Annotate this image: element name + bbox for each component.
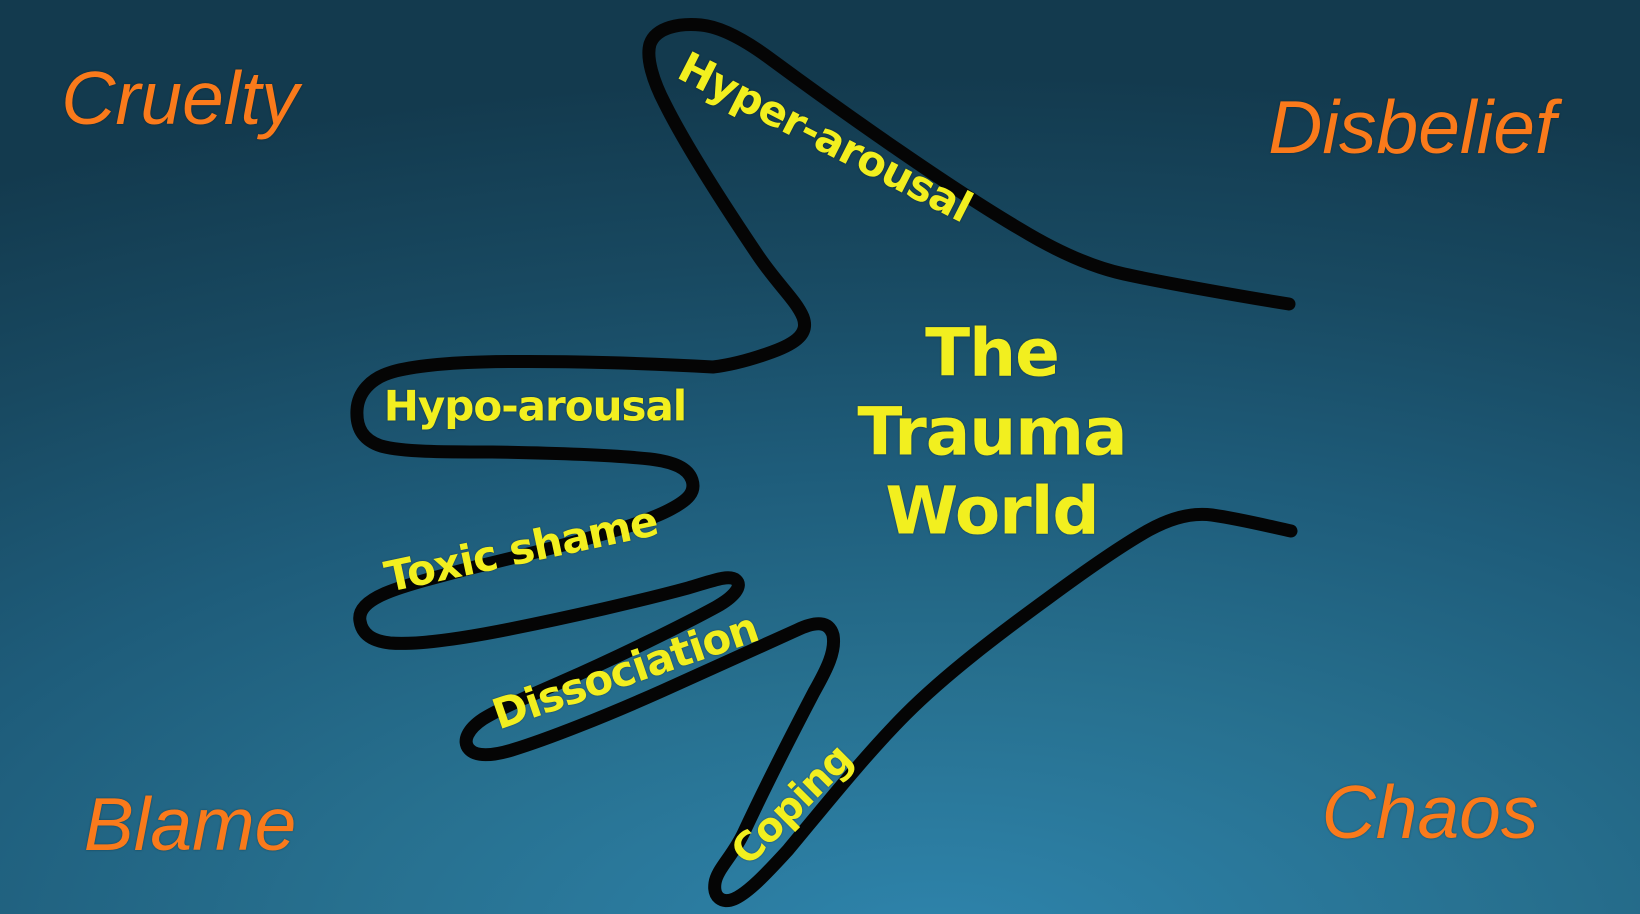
palm-title: The Trauma World <box>857 314 1127 551</box>
corner-label-disbelief: Disbelief <box>1268 85 1556 169</box>
corner-label-cruelty: Cruelty <box>61 56 299 140</box>
finger-label-hypo-arousal: Hypo-arousal <box>383 381 687 431</box>
hand-outline-path <box>350 18 1298 908</box>
palm-title-line-3: World <box>885 472 1099 550</box>
palm-title-line-2: Trauma <box>857 393 1127 471</box>
corner-label-blame: Blame <box>83 782 297 866</box>
palm-title-line-1: The <box>925 314 1060 392</box>
corner-label-chaos: Chaos <box>1321 770 1539 854</box>
